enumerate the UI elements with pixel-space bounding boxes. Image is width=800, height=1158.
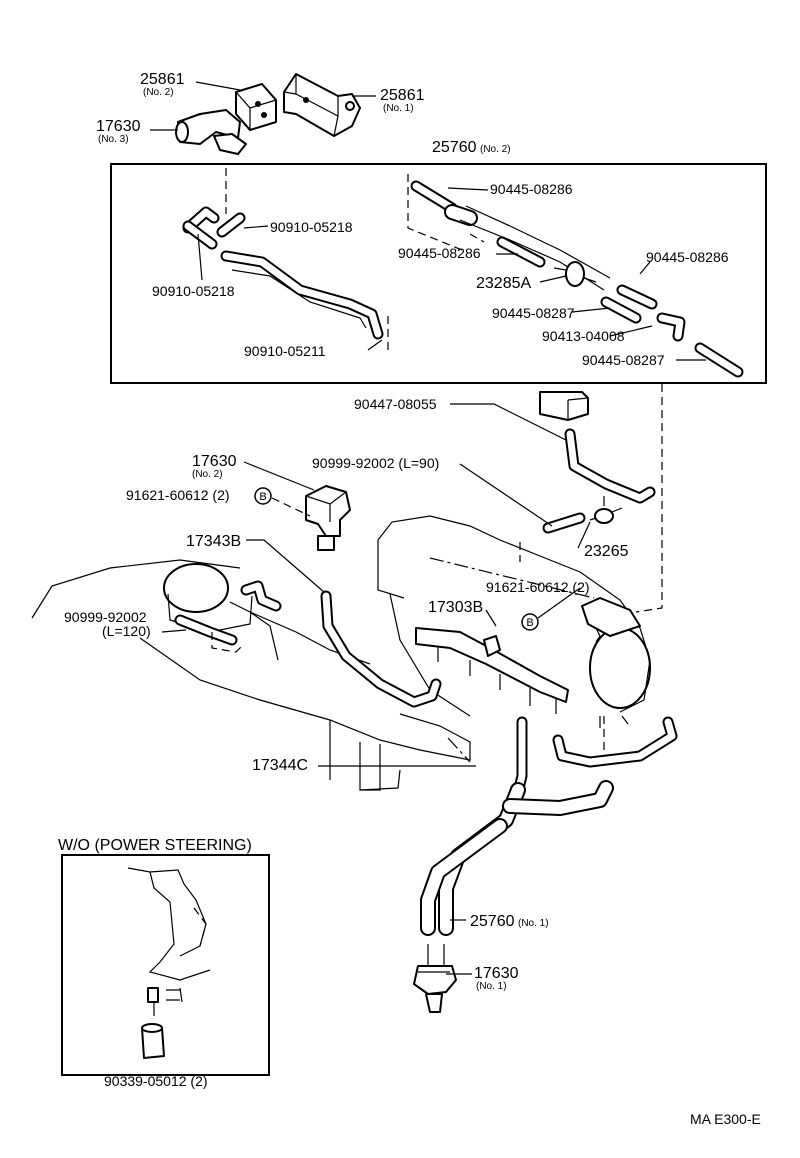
figure-code: MA E300-E <box>690 1111 761 1127</box>
engine-outline <box>31 559 471 791</box>
bolt-b-marker-2: B <box>521 613 539 631</box>
label-25760-no1: 25760 <box>470 913 515 930</box>
label-25760-no2-sub: (No. 2) <box>480 144 511 155</box>
label-17630-no1-sub: (No. 1) <box>476 981 507 992</box>
label-90445-08286-c: 90445-08286 <box>646 249 729 265</box>
hose-90447-08055 <box>564 428 656 504</box>
label-90910-05211: 90910-05211 <box>244 343 326 359</box>
bracket-25861-no2 <box>235 83 277 131</box>
label-25861-no1: 25861 <box>380 87 425 104</box>
svg-text:B: B <box>259 491 266 503</box>
hose-17343B <box>320 590 442 708</box>
label-23285A: 23285A <box>476 275 531 292</box>
vsv-17630-no1 <box>413 944 457 1013</box>
label-90447-08055: 90447-08055 <box>354 396 437 412</box>
label-91621-60612-a: 91621-60612 (2) <box>126 487 230 503</box>
kit-box-25760-no2 <box>110 163 767 384</box>
label-90445-08287-a: 90445-08287 <box>492 305 575 321</box>
label-90910-05218-a: 90910-05218 <box>270 219 353 235</box>
label-90999-92002-l90: 90999-92002 (L=90) <box>312 455 439 471</box>
vsv-17630-no3 <box>175 109 247 155</box>
hose-90445-group <box>407 174 744 378</box>
intake-plenum <box>377 515 651 728</box>
label-17630-no2-sub: (No. 2) <box>192 469 223 480</box>
label-25861-no2-sub: (No. 2) <box>143 87 174 98</box>
label-90910-05218-b: 90910-05218 <box>152 283 235 299</box>
label-25760-no2: 25760 <box>432 139 477 156</box>
hose-90999-l90 <box>542 512 586 534</box>
label-90445-08286-b: 90445-08286 <box>398 245 481 261</box>
label-90999-92002-l120: 90999-92002 <box>64 609 147 625</box>
valve-23265 <box>589 496 623 524</box>
label-23265: 23265 <box>584 543 629 560</box>
label-25861-no1-sub: (No. 1) <box>383 103 414 114</box>
inset-engine <box>127 867 211 1059</box>
label-17630-no3-sub: (No. 3) <box>98 134 129 145</box>
inset-title: W/O (POWER STEERING) <box>58 837 252 854</box>
bracket-small-top <box>539 391 589 421</box>
label-17344C: 17344C <box>252 757 308 774</box>
label-17303B: 17303B <box>428 599 483 616</box>
label-90445-08287-b: 90445-08287 <box>582 352 665 368</box>
hose-25760-no1 <box>420 780 614 936</box>
label-91621-60612-b: 91621-60612 (2) <box>486 579 590 595</box>
svg-text:B: B <box>526 617 533 629</box>
label-90445-08286-a: 90445-08286 <box>490 181 573 197</box>
bracket-25861-no1 <box>283 73 361 137</box>
hose-lower-right <box>510 716 678 806</box>
fuel-rail-17303B <box>415 627 569 714</box>
label-25861-no2: 25861 <box>140 71 185 88</box>
label-17630-no3: 17630 <box>96 118 141 135</box>
vsv-17630-no2 <box>271 485 351 551</box>
hose-90910-group <box>182 168 389 350</box>
label-90999-92002-l120-sub: (L=120) <box>102 623 151 639</box>
inset-box <box>61 854 270 1076</box>
label-90339-05012: 90339-05012 (2) <box>104 1073 208 1089</box>
leader-lines <box>150 81 706 975</box>
label-25760-no1-sub: (No. 1) <box>518 918 549 929</box>
bolt-b-marker-1: B <box>254 487 272 505</box>
label-17343B: 17343B <box>186 533 241 550</box>
label-17630-no2: 17630 <box>192 453 237 470</box>
label-17630-no1: 17630 <box>474 965 519 982</box>
label-90413-04008: 90413-04008 <box>542 328 625 344</box>
